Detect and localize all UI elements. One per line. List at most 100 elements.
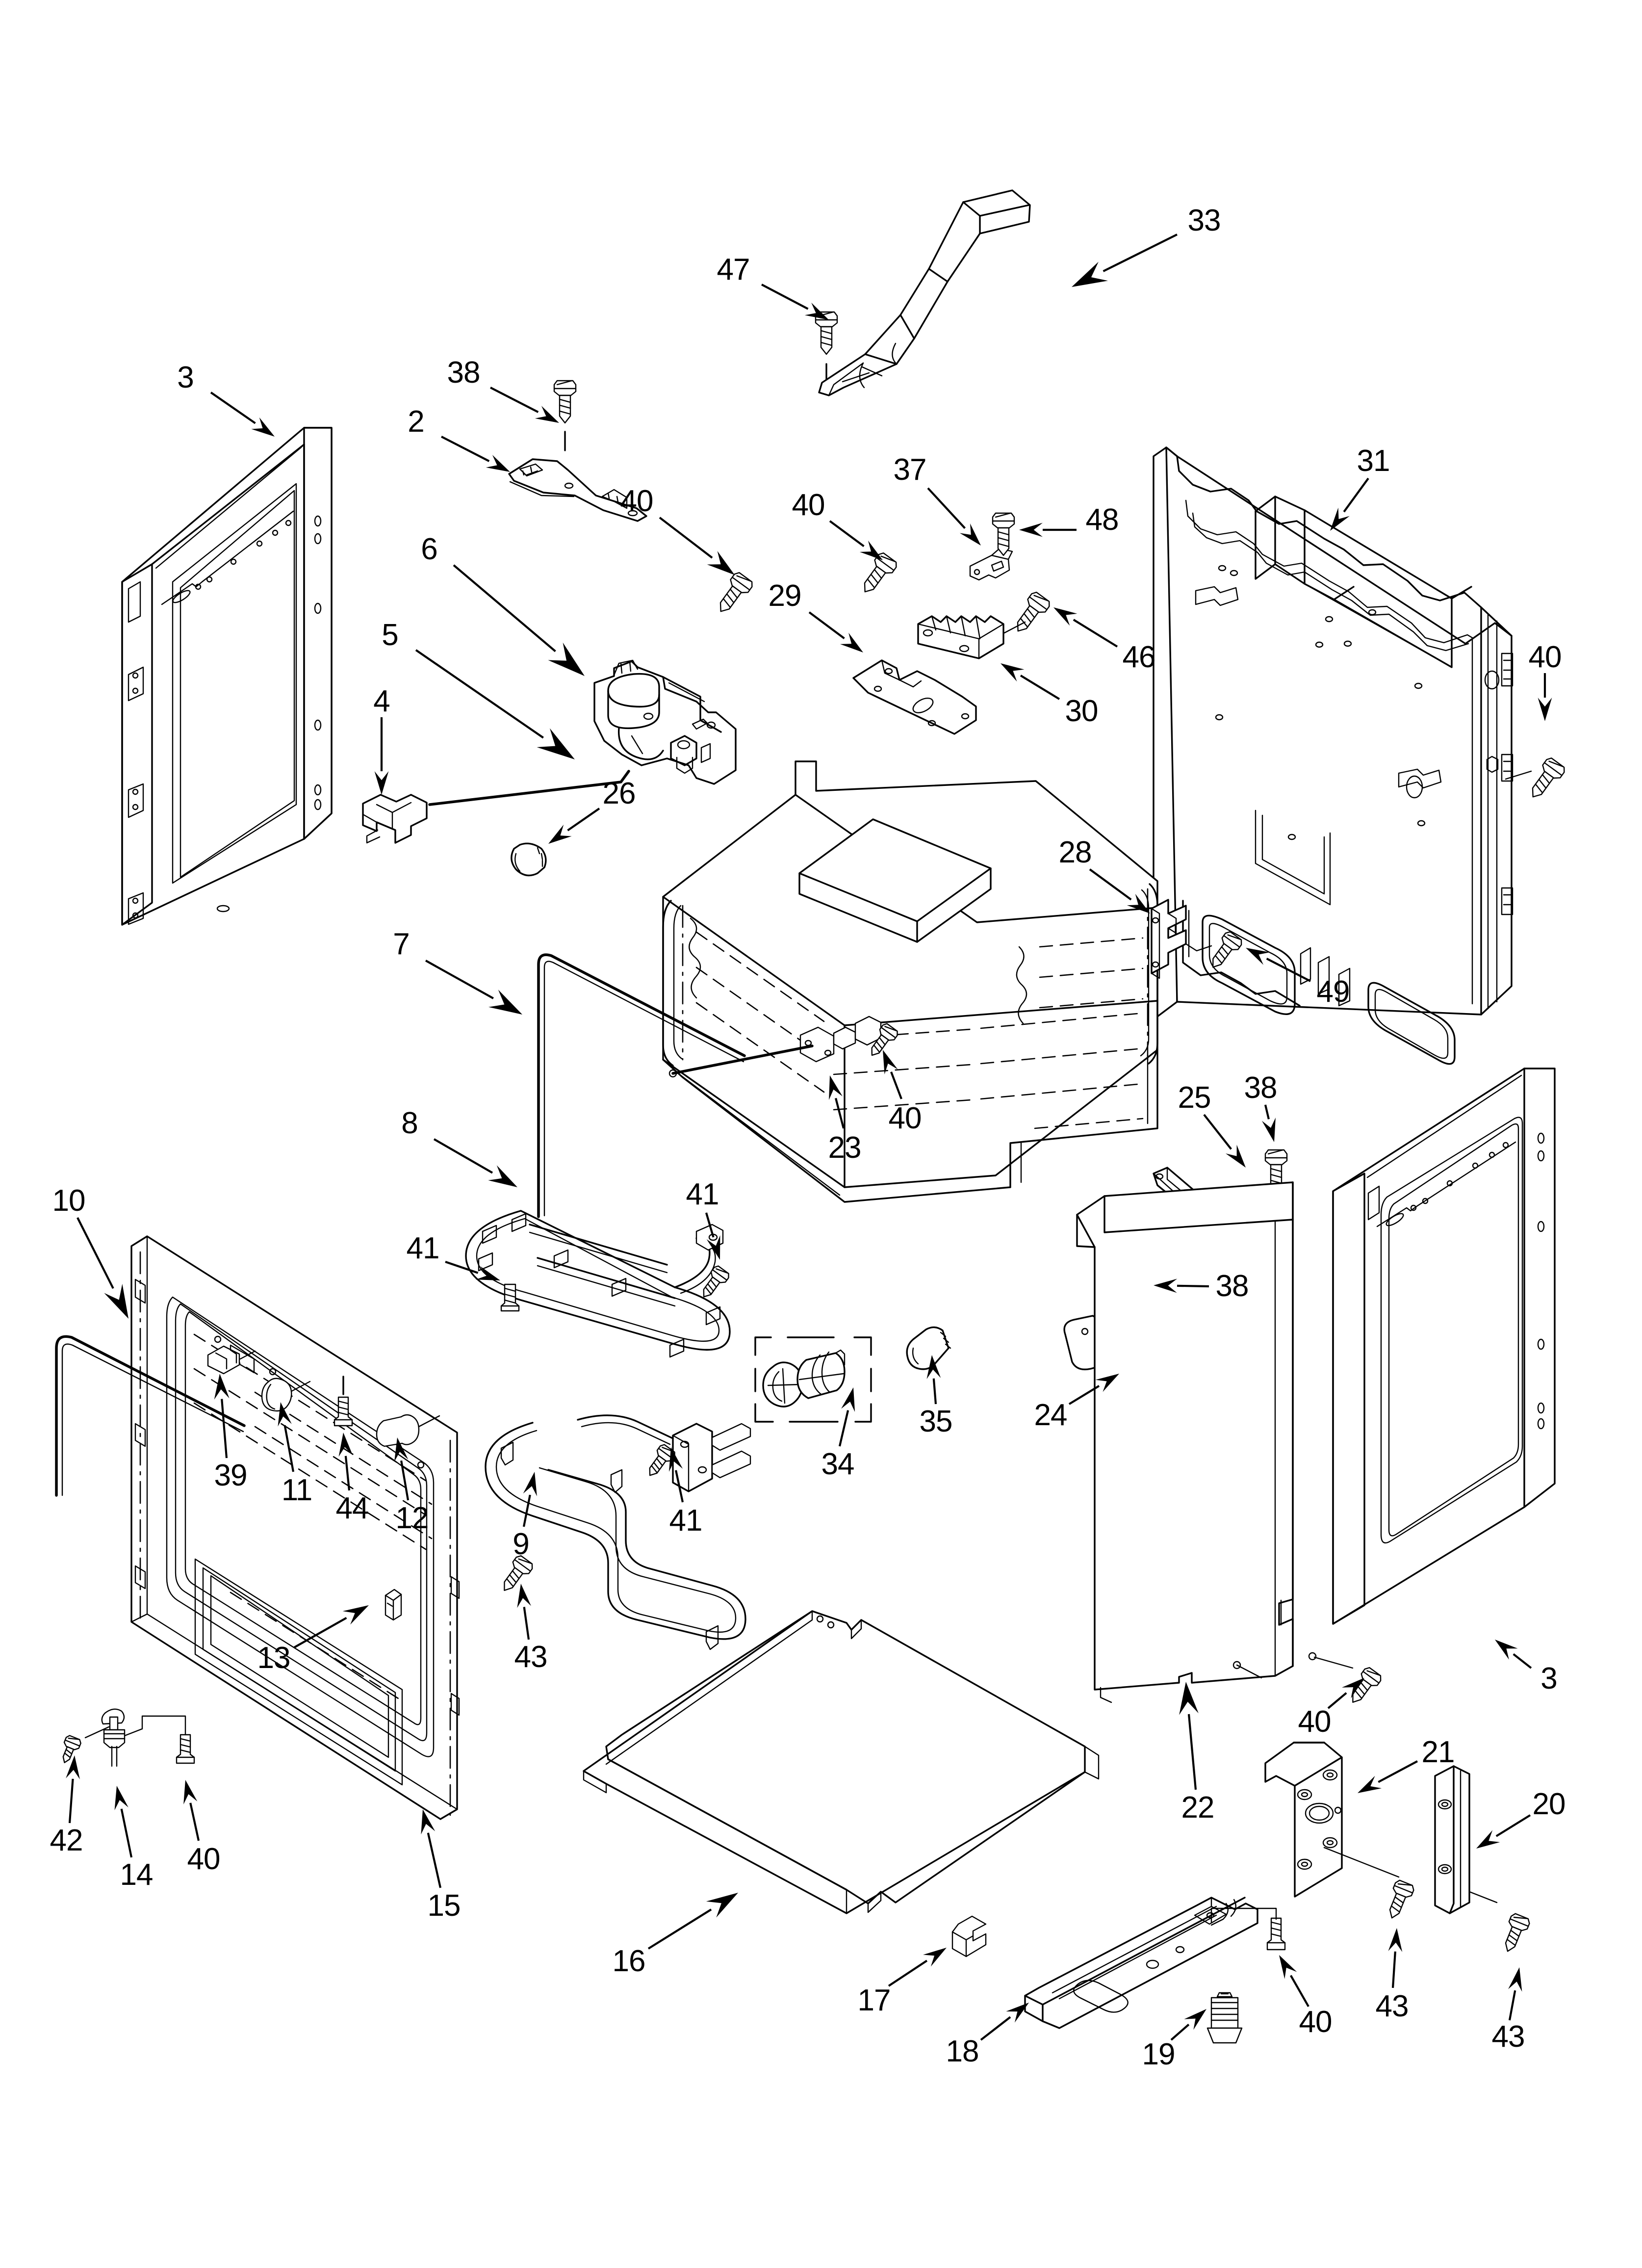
leader-line-c53 — [1378, 1760, 1418, 1783]
callout-number-8-c24: 8 — [401, 1106, 418, 1140]
part-6-door-lock-motor — [593, 659, 737, 785]
callout-number-31-c12: 31 — [1357, 444, 1390, 478]
callout-number-44-c36: 44 — [335, 1491, 369, 1525]
leader-arrowhead-c36 — [338, 1433, 353, 1457]
part-44-screw — [334, 1396, 353, 1427]
leader-line-c45 — [427, 1832, 442, 1888]
leader-line-c03 — [441, 436, 490, 462]
leader-line-c25 — [705, 1212, 715, 1238]
part-29-terminal-bracket — [852, 659, 977, 735]
leader-arrowhead-c20 — [1246, 948, 1270, 965]
leader-line-c48 — [980, 2016, 1011, 2041]
leader-arrowhead-c01 — [251, 417, 275, 437]
leader-arrowhead-c43 — [114, 1786, 128, 1810]
leader-line-c06 — [927, 487, 966, 529]
leader-arrowhead-c57 — [1495, 1640, 1518, 1660]
leader-arrowhead-c50 — [1279, 1955, 1297, 1979]
screw-41-b — [500, 1283, 520, 1312]
callout-number-28-c19: 28 — [1058, 835, 1092, 869]
leader-arrowhead-c09 — [1053, 607, 1078, 626]
leader-arrowhead-c37 — [394, 1437, 409, 1462]
callout-number-23-c23: 23 — [828, 1131, 862, 1165]
leader-line-c35 — [283, 1425, 295, 1472]
leader-arrowhead-c42 — [66, 1755, 80, 1779]
part-2-support-bracket — [508, 458, 647, 522]
part-15-inner-door-panel — [130, 1235, 460, 1820]
leader-arrowhead-c19 — [1127, 894, 1150, 913]
callout-number-13-c40: 13 — [257, 1641, 291, 1675]
leader-arrowhead-c16 — [537, 728, 575, 759]
screw-47 — [815, 311, 838, 385]
screw-43-c — [1505, 1913, 1530, 1952]
leader-line-c52 — [1508, 1990, 1516, 2021]
callout-number-43-c51: 43 — [1375, 1989, 1409, 2023]
leader-line-c01 — [210, 391, 256, 424]
part-23-oven-sensor — [668, 1016, 882, 1078]
leader-line-c27 — [1203, 1114, 1232, 1150]
leader-arrowhead-c41 — [517, 1584, 531, 1608]
callout-leader-lines — [66, 234, 1552, 2041]
callout-number-6-c14: 6 — [421, 532, 437, 566]
callout-number-5-c16: 5 — [382, 618, 398, 652]
part-7-door-seal-wire — [537, 953, 746, 1218]
leader-arrowhead-c28 — [1261, 1117, 1276, 1142]
leader-arrowhead-c40 — [342, 1605, 369, 1625]
callout-number-48-c07: 48 — [1085, 503, 1119, 537]
callout-number-39-c34: 39 — [214, 1459, 248, 1492]
callout-number-14-c43: 14 — [120, 1858, 154, 1892]
leader-arrowhead-c11 — [1001, 663, 1025, 682]
leader-arrowhead-c10 — [840, 632, 863, 652]
callout-number-34-c32: 34 — [821, 1447, 855, 1481]
leader-line-c14 — [453, 564, 556, 652]
leader-line-c56 — [1327, 1692, 1347, 1709]
leader-line-c28 — [1264, 1104, 1270, 1120]
callout-number-3-c01: 3 — [177, 361, 194, 394]
screw-42 — [62, 1735, 81, 1763]
callout-number-38-c29: 38 — [1215, 1269, 1249, 1303]
screw-49 — [1212, 931, 1242, 968]
screw-40-d — [1266, 1917, 1286, 1951]
leader-line-c32 — [838, 1410, 849, 1447]
callout-number-11-c35: 11 — [281, 1473, 312, 1507]
leader-line-c26 — [445, 1261, 479, 1274]
leader-arrowhead-c17 — [374, 771, 389, 795]
part-14-leveling-leg — [101, 1708, 143, 1767]
part-39-clip — [207, 1345, 256, 1375]
part-34-lamp-assembly — [754, 1336, 872, 1423]
callout-number-40-c22: 40 — [888, 1101, 922, 1135]
leader-arrowhead-c03 — [486, 455, 510, 472]
leader-line-c22 — [890, 1071, 902, 1099]
part-37-spring-clip — [969, 547, 1013, 581]
leader-line-c44 — [189, 1802, 200, 1841]
leader-line-c43 — [120, 1808, 133, 1858]
leader-arrowhead-c25 — [706, 1235, 720, 1260]
callout-number-40-c50: 40 — [1299, 2005, 1333, 2039]
leader-line-c51 — [1391, 1951, 1396, 1988]
callout-number-4-c17: 4 — [373, 684, 390, 718]
leader-line-c05 — [1103, 234, 1178, 272]
leader-arrowhead-c14 — [548, 642, 585, 676]
part-3-door-frame-right — [1332, 1068, 1556, 1625]
callout-number-41-c25: 41 — [686, 1177, 719, 1211]
callout-number-24-c30: 24 — [1034, 1398, 1068, 1432]
callout-number-33-c05: 33 — [1187, 204, 1221, 237]
leader-line-c21 — [425, 960, 494, 999]
callout-number-17-c47: 17 — [857, 1983, 891, 2017]
part-35-lamp-bulb — [906, 1326, 951, 1370]
part-3-door-frame-left — [121, 427, 333, 926]
part-5-actuator-rod — [428, 770, 630, 806]
leader-arrowhead-c45 — [421, 1809, 436, 1835]
leader-line-c10 — [808, 611, 845, 639]
callout-number-40-c44: 40 — [187, 1842, 221, 1876]
callout-number-20-c54: 20 — [1532, 1787, 1566, 1821]
leader-line-c36 — [344, 1456, 351, 1491]
leader-arrowhead-c34 — [214, 1374, 230, 1400]
leader-arrowhead-c33 — [104, 1283, 128, 1319]
leader-line-c54 — [1495, 1814, 1531, 1837]
leader-arrowhead-c56 — [1341, 1678, 1364, 1698]
leader-arrowhead-c29 — [1154, 1278, 1178, 1293]
leader-arrowhead-c18 — [548, 824, 572, 844]
part-12-bushing — [376, 1414, 440, 1447]
leader-arrowhead-c49 — [1184, 2009, 1206, 2030]
leader-arrowhead-c35 — [278, 1402, 292, 1427]
